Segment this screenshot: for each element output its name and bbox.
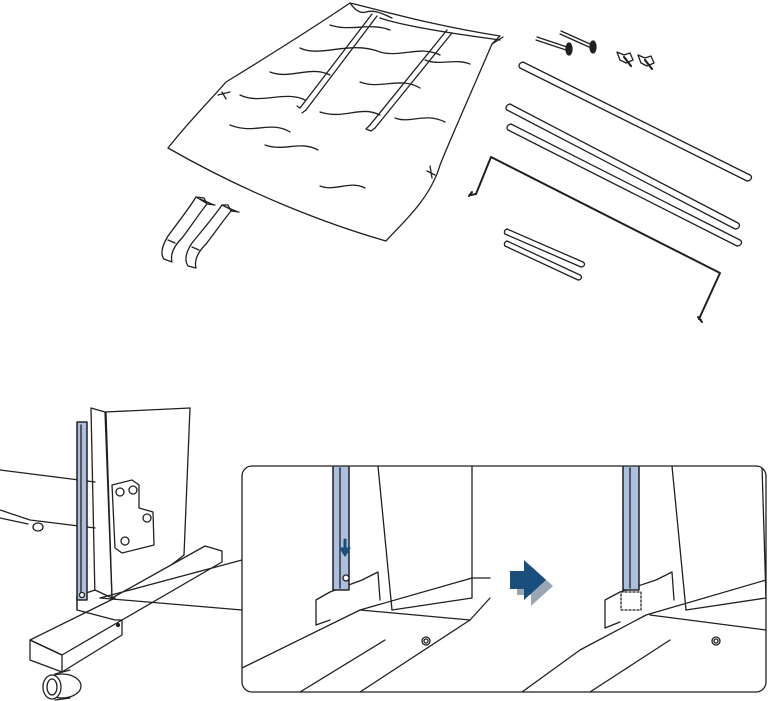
knob-screws bbox=[536, 31, 596, 55]
caster-wheel bbox=[43, 670, 81, 700]
small-screws bbox=[617, 52, 654, 69]
stand-base bbox=[30, 546, 222, 672]
basket-hooks bbox=[162, 197, 239, 268]
support-pole bbox=[77, 422, 87, 600]
wire-frame bbox=[469, 157, 720, 322]
short-rods bbox=[504, 229, 584, 280]
long-rods bbox=[506, 62, 751, 246]
zoom-callout bbox=[242, 466, 766, 692]
parts-panel bbox=[162, 3, 752, 322]
stand-panel bbox=[0, 408, 242, 700]
paper-basket-cloth bbox=[168, 3, 503, 241]
